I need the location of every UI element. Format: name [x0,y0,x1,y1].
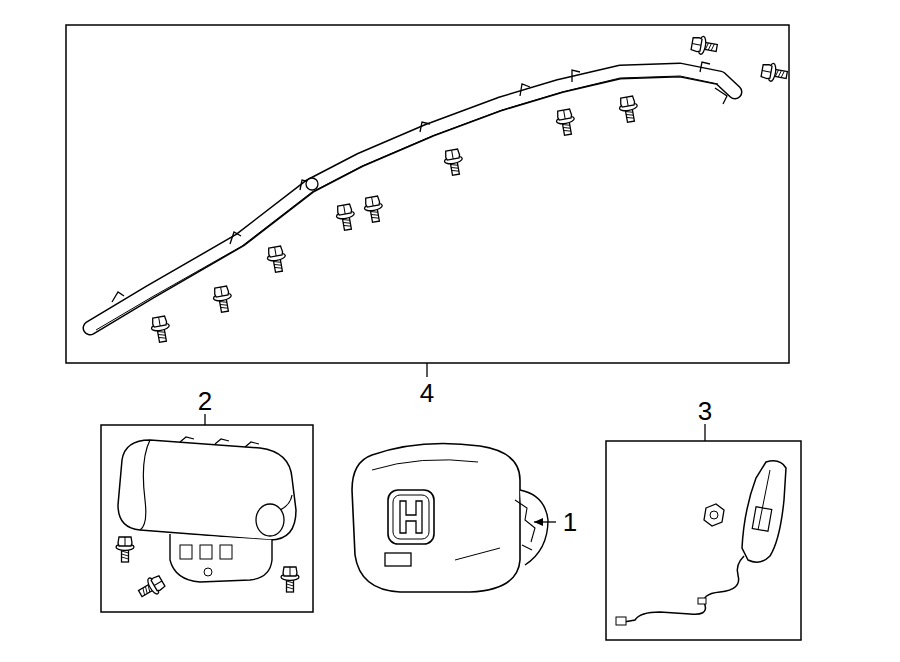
callout-number: 4 [418,380,436,406]
passenger-airbag-group [101,414,313,612]
steering-airbag [352,443,556,592]
curtain-airbag-group [66,25,789,377]
callout-number: 2 [196,388,214,414]
callout-number: 1 [561,509,579,535]
callout-number: 3 [696,398,714,424]
side-airbag-group [606,424,801,640]
